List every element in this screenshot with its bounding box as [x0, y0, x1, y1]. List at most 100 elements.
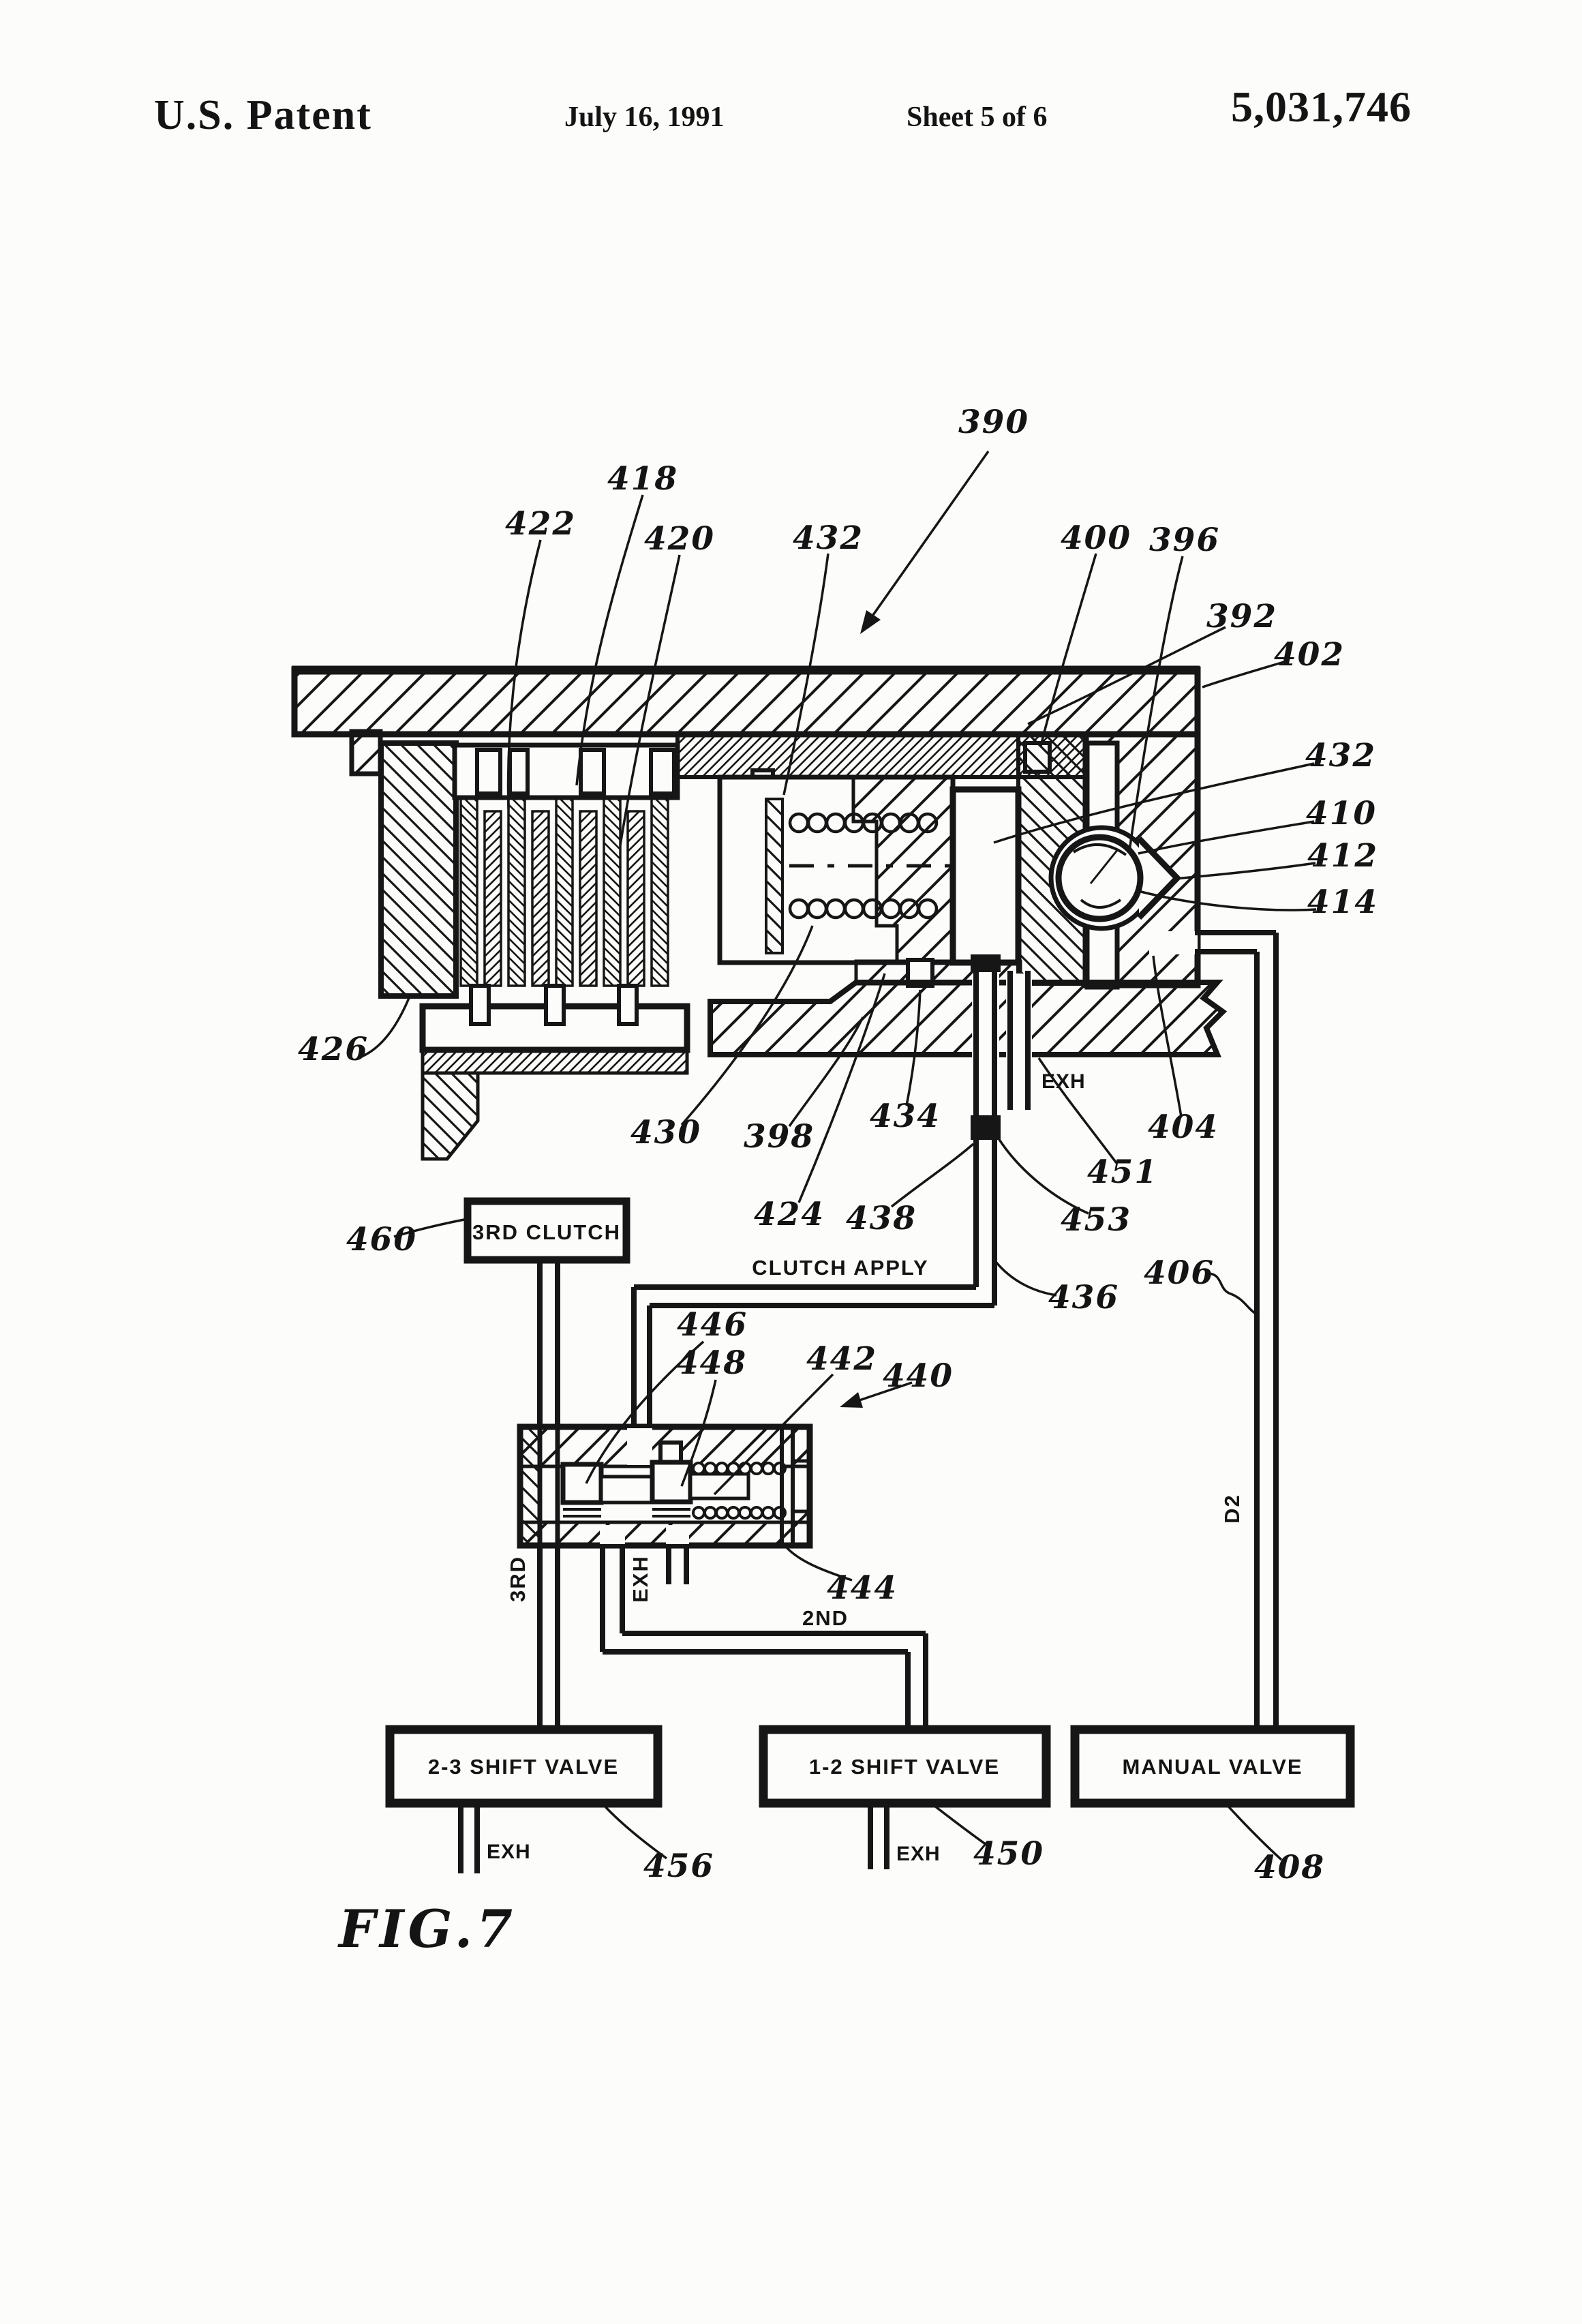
leader-456: [601, 1802, 668, 1860]
leader-392: [1027, 626, 1226, 725]
ref-label-400: 400: [1061, 519, 1131, 557]
ref-label-402: 402: [1274, 636, 1345, 674]
accumulator-spring-guide: [688, 1472, 750, 1500]
flow-labels: EXH CLUTCH APPLY 3RD EXH 2ND D2 EXH EXH: [487, 1070, 1244, 1865]
leader-436: [995, 1261, 1057, 1297]
leader-453: [997, 1138, 1089, 1215]
ball-neck-top: [1084, 740, 1120, 834]
ref-label-396: 396: [1149, 522, 1220, 559]
ref-label-442: 442: [806, 1340, 877, 1378]
clutch-plate-pack: [459, 796, 669, 987]
ref-label-432: 432: [793, 519, 864, 557]
ball-shading: [1072, 843, 1127, 856]
leader-414: [1135, 889, 1317, 911]
leader-451: [1037, 1057, 1118, 1164]
ref-label-456: 456: [643, 1847, 714, 1885]
spline-stem: [469, 984, 491, 1026]
leader-460: [393, 1218, 468, 1238]
leader-430: [680, 925, 814, 1126]
check-ball-410: [1055, 834, 1144, 922]
piston-flange: [765, 798, 784, 954]
ball-shading: [1080, 899, 1122, 909]
leader-442: [713, 1373, 834, 1496]
ref-label-414: 414: [1307, 884, 1378, 921]
pipe-junction: [971, 954, 1001, 972]
manual-valve-label: MANUAL VALVE: [1122, 1755, 1303, 1779]
leader-446: [585, 1340, 705, 1484]
patent-header-date: July 16, 1991: [564, 102, 725, 133]
arrowhead-440: [840, 1392, 863, 1408]
leader-408: [1222, 1800, 1283, 1861]
patent-header-number: 5,031,746: [1231, 82, 1412, 131]
ref-label-430: 430: [630, 1114, 701, 1151]
leader-434: [905, 989, 922, 1106]
ref-label-424: 424: [754, 1196, 825, 1233]
leader-410: [1138, 820, 1315, 855]
apply-piston-432: [949, 786, 1022, 966]
leader-406: [1204, 1272, 1258, 1316]
ref-label-453: 453: [1061, 1201, 1131, 1239]
d2-line-label: D2: [1220, 1494, 1244, 1524]
schematic-boxes: 3RD CLUTCH 2-3 SHIFT VALVE 1-2 SHIFT VAL…: [385, 1197, 1355, 1808]
ref-label-451: 451: [1087, 1153, 1158, 1191]
ref-label-412: 412: [1307, 837, 1378, 875]
third-clutch-box-label: 3RD CLUTCH: [472, 1220, 621, 1244]
exh-label-accumulator: EXH: [628, 1555, 652, 1603]
ref-label-426: 426: [298, 1031, 369, 1068]
ref-label-450: 450: [973, 1835, 1044, 1873]
shift-valve-12-box: [759, 1725, 1051, 1808]
ref-label-432: 432: [1305, 737, 1376, 774]
drum-lug: [475, 748, 502, 796]
exh-label-23-valve: EXH: [487, 1841, 531, 1863]
leader-418: [575, 494, 644, 786]
shift-valve-23-box: [385, 1725, 663, 1808]
top-plate: [291, 666, 1201, 738]
clutch-housing: [291, 665, 1228, 1161]
accumulator-spool-land: [650, 1460, 693, 1505]
third-line-label: 3RD: [506, 1556, 530, 1602]
leader-398: [788, 1016, 864, 1128]
second-line-label: 2ND: [802, 1606, 849, 1630]
ref-label-418: 418: [607, 460, 678, 498]
support-strip: [421, 1048, 689, 1075]
ref-label-440: 440: [883, 1357, 954, 1395]
third-clutch-box: [463, 1197, 630, 1264]
ref-label-404: 404: [1148, 1108, 1219, 1146]
leader-420: [619, 554, 681, 846]
leader-444: [784, 1545, 853, 1582]
shift-valve-12-label: 1-2 SHIFT VALVE: [809, 1755, 1000, 1779]
ref-label-446: 446: [677, 1306, 748, 1344]
ref-label-434: 434: [870, 1098, 941, 1135]
pipe-junction-453: [971, 1115, 1001, 1140]
leader-424: [797, 973, 886, 1203]
leader-426: [357, 997, 410, 1059]
drum-lug: [579, 748, 606, 796]
accumulator-spool-stem: [599, 1475, 654, 1505]
support-bracket: [421, 1071, 480, 1161]
shift-valve-23-label: 2-3 SHIFT VALVE: [428, 1755, 619, 1779]
ref-label-438: 438: [846, 1200, 917, 1237]
leader-450: [927, 1800, 990, 1847]
ref-label-398: 398: [744, 1118, 815, 1156]
leader-402: [1202, 660, 1287, 689]
drum-lug: [649, 748, 676, 796]
figure-caption: FIG.7: [337, 1899, 517, 1959]
accumulator-end-flange: [791, 1425, 812, 1463]
arrowhead-390: [860, 610, 881, 634]
leader-412: [1174, 862, 1316, 880]
ref-label-420: 420: [644, 520, 715, 558]
pressure-plate-block: [378, 740, 459, 999]
leader-lines: [357, 450, 1317, 1861]
ref-label-460: 460: [346, 1221, 417, 1258]
ref-label-408: 408: [1254, 1849, 1325, 1886]
leader-422: [506, 539, 542, 809]
spline-stem: [544, 984, 566, 1026]
accumulator-left-cap: [518, 1425, 543, 1548]
retainer-tab: [349, 729, 383, 776]
accumulator-spool-land: [560, 1462, 604, 1505]
clutch-apply-label: CLUTCH APPLY: [752, 1256, 928, 1280]
accumulator-end-flange: [791, 1509, 812, 1548]
